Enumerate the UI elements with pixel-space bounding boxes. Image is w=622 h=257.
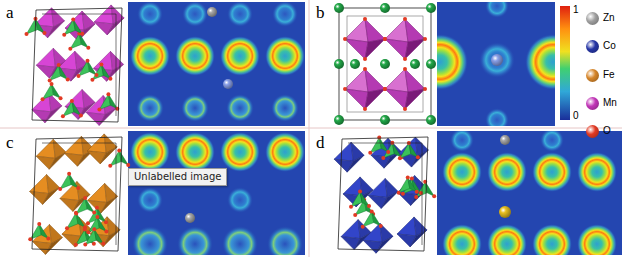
legend-text: Zn bbox=[603, 13, 615, 23]
panel-letter: a bbox=[6, 4, 14, 21]
legend-text: Mn bbox=[603, 98, 617, 108]
tooltip-text: Unlabelled image bbox=[128, 168, 227, 186]
density-map bbox=[128, 131, 305, 255]
legend-text: Fe bbox=[603, 70, 615, 80]
atom-swatch bbox=[586, 69, 599, 82]
panel-letter: c bbox=[6, 134, 14, 151]
density-map bbox=[437, 2, 555, 126]
legend-text: O bbox=[603, 126, 611, 136]
atom-swatch bbox=[586, 97, 599, 110]
atom-swatch bbox=[586, 12, 599, 25]
panel-letter: d bbox=[316, 134, 325, 151]
crystal-structure bbox=[28, 134, 130, 254]
panel-letter: b bbox=[316, 4, 325, 21]
color-bar bbox=[560, 6, 570, 120]
atom-swatch bbox=[586, 40, 599, 53]
density-map bbox=[437, 131, 622, 255]
crystal-structure bbox=[334, 136, 436, 254]
scale-value: 1 bbox=[573, 5, 579, 15]
legend-text: Co bbox=[603, 41, 616, 51]
scale-value: 0 bbox=[573, 111, 579, 121]
crystal-structure bbox=[334, 3, 436, 125]
density-map bbox=[128, 2, 305, 126]
atom-swatch bbox=[586, 125, 599, 138]
crystal-structure bbox=[24, 5, 124, 126]
panel-divider bbox=[0, 128, 622, 129]
